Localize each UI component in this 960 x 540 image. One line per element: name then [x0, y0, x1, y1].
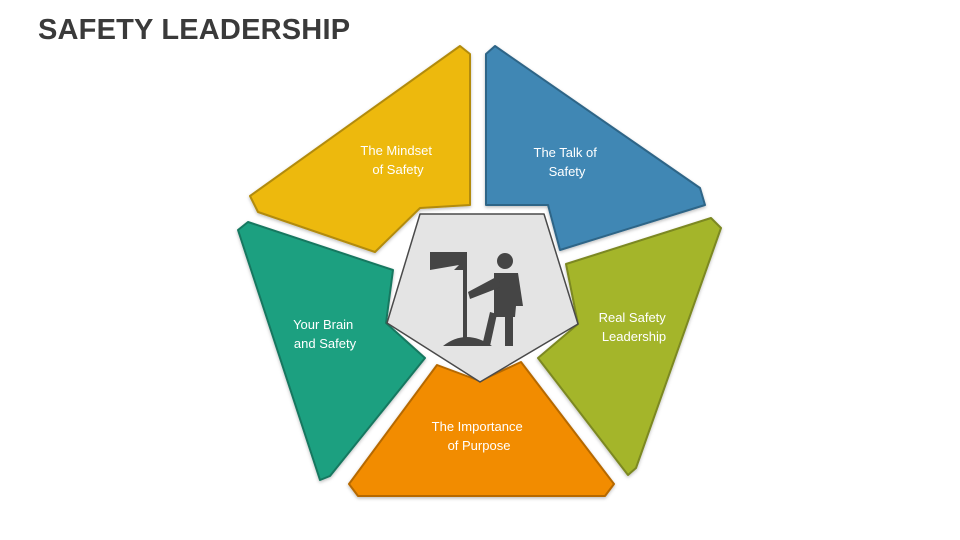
flag-leader-icon: [430, 252, 523, 346]
segment-label-line1: Your Brain: [293, 317, 353, 332]
segment-real-safety-leadership: Real Safety Leadership: [537, 217, 722, 476]
segment-label-line2: of Purpose: [448, 438, 511, 453]
segment-label-line1: The Importance: [432, 419, 523, 434]
svg-text:The Importance of Purpos: The Importance of Purpose: [432, 419, 527, 453]
segment-shape: [485, 45, 706, 251]
svg-text:Real Safety Leadership: Real Safety Leadership: [599, 310, 670, 344]
segment-your-brain-and-safety: Your Brain and Safety: [237, 221, 426, 481]
svg-text:The Mindset of Safety: The Mindset of Safety: [360, 143, 435, 177]
segment-label-line2: Leadership: [602, 329, 666, 344]
segment-shape: [249, 45, 471, 253]
svg-text:Your Brain and Safety: Your Brain and Safety: [293, 317, 357, 351]
segment-label-line2: of Safety: [372, 162, 424, 177]
segment-shape: [237, 221, 426, 481]
segment-label-line1: Real Safety: [599, 310, 667, 325]
segment-importance-of-purpose: The Importance of Purpose: [348, 361, 615, 497]
segment-label-line1: The Mindset: [360, 143, 432, 158]
segment-shape: [537, 217, 722, 476]
segment-talk-of-safety: The Talk of Safety: [485, 45, 706, 251]
segment-label-line2: and Safety: [294, 336, 357, 351]
segment-label-line1: The Talk of: [534, 145, 598, 160]
segment-mindset-of-safety: The Mindset of Safety: [249, 45, 471, 253]
segment-label-line2: Safety: [549, 164, 586, 179]
slide-title: SAFETY LEADERSHIP: [38, 14, 351, 46]
svg-text:The Talk of Safety: The Talk of Safety: [534, 145, 601, 179]
